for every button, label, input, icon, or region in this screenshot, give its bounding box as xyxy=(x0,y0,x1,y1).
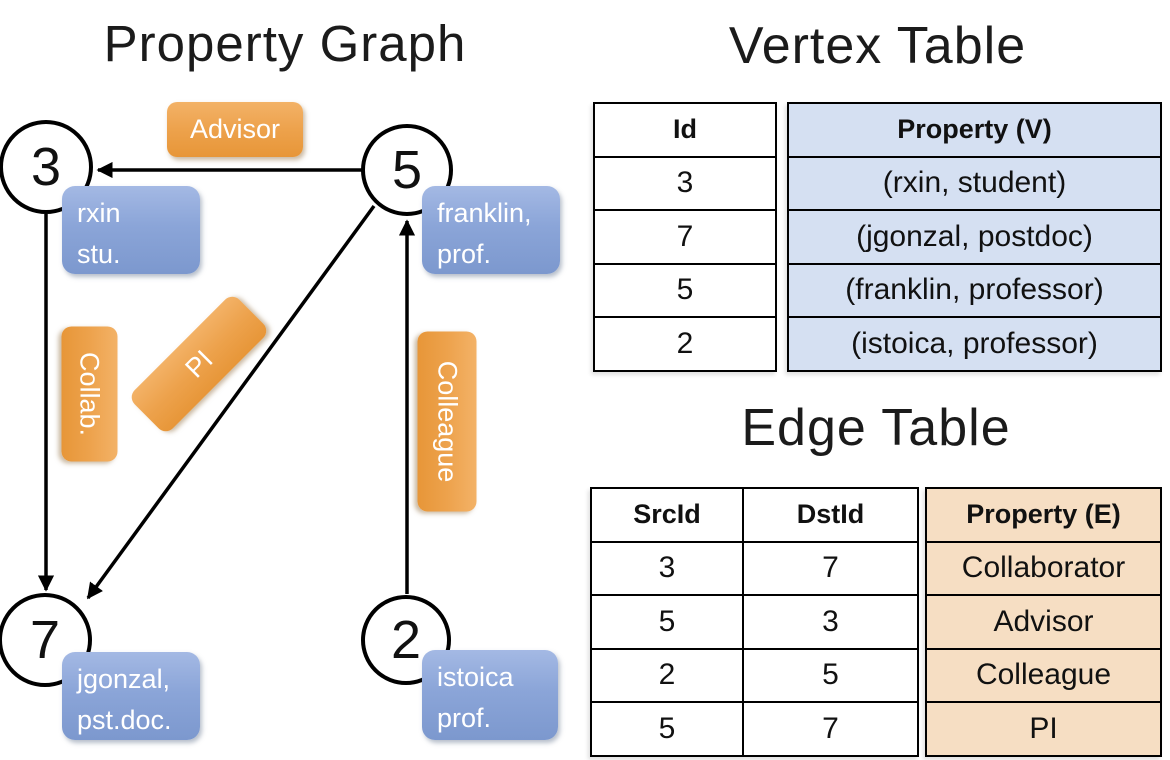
edge-property-cell: PI xyxy=(925,701,1162,757)
vertex-property-line: stu. xyxy=(77,239,121,269)
table-row: (franklin, professor) xyxy=(787,262,1162,318)
table-row: Collaborator xyxy=(925,540,1162,596)
edge-label-advisor: Advisor xyxy=(167,102,303,157)
vertex-property-line: jgonzal, xyxy=(77,664,171,694)
edge-table-header-property: Property (E) xyxy=(925,487,1162,543)
vertex-node-7-label: 7 xyxy=(29,610,61,670)
vertex-id-cell: 3 xyxy=(593,155,777,211)
table-row: 3 xyxy=(593,155,777,211)
vertex-property-line: franklin, xyxy=(437,198,532,228)
vertex-property-box-franklin: franklin, prof. xyxy=(422,186,560,274)
edge-dst-cell: 5 xyxy=(742,647,919,703)
vertex-property-cell: (rxin, student) xyxy=(787,155,1162,211)
table-row: (istoica, professor) xyxy=(787,316,1162,372)
edge-table-title: Edge Table xyxy=(741,399,1011,457)
vertex-property-cell: (istoica, professor) xyxy=(787,316,1162,372)
vertex-property-line: rxin xyxy=(77,198,121,228)
vertex-table-header-property: Property (V) xyxy=(787,102,1162,158)
vertex-node-5-label: 5 xyxy=(391,140,423,200)
edge-src-cell: 5 xyxy=(590,594,744,650)
graph-edges xyxy=(37,161,416,600)
vertex-id-cell: 5 xyxy=(593,262,777,318)
edge-src-cell: 5 xyxy=(590,701,744,757)
table-row: 5 7 xyxy=(590,701,919,757)
edge-label-colleague: Colleague xyxy=(417,331,477,512)
vertex-property-line: pst.doc. xyxy=(77,705,172,735)
vertex-property-box-jgonzal: jgonzal, pst.doc. xyxy=(62,652,200,740)
vertex-id-cell: 7 xyxy=(593,209,777,265)
edge-dst-cell: 3 xyxy=(742,594,919,650)
vertex-property-line: prof. xyxy=(437,239,492,269)
edge-property-cell: Advisor xyxy=(925,594,1162,650)
vertex-table-id-column: Id 3 7 5 2 xyxy=(593,102,777,372)
vertex-property-cell: (jgonzal, postdoc) xyxy=(787,209,1162,265)
vertex-table-property-column: Property (V) (rxin, student) (jgonzal, p… xyxy=(787,102,1162,372)
table-row: Colleague xyxy=(925,647,1162,703)
table-row: (jgonzal, postdoc) xyxy=(787,209,1162,265)
vertex-table-header-id: Id xyxy=(593,102,777,158)
edge-dst-cell: 7 xyxy=(742,540,919,596)
edge-dst-cell: 7 xyxy=(742,701,919,757)
edge-table-header-dstid: DstId xyxy=(742,487,919,543)
vertex-property-box-rxin: rxin stu. xyxy=(62,186,200,274)
vertex-property-cell: (franklin, professor) xyxy=(787,262,1162,318)
vertex-node-5: 5 xyxy=(361,124,453,216)
property-graph-title: Property Graph xyxy=(103,15,467,72)
edge-table-property-column: Property (E) Collaborator Advisor Collea… xyxy=(925,487,1162,757)
table-row: 5 3 xyxy=(590,594,919,650)
table-row: 5 xyxy=(593,262,777,318)
table-row: 2 xyxy=(593,316,777,372)
vertex-table-title: Vertex Table xyxy=(728,17,1027,75)
table-row: (rxin, student) xyxy=(787,155,1162,211)
edge-property-cell: Collaborator xyxy=(925,540,1162,596)
edge-table-id-columns: SrcId DstId 3 7 5 3 2 5 5 7 xyxy=(590,487,919,757)
edge-arrow-pi-5-to-7 xyxy=(86,204,376,600)
edge-property-cell: Colleague xyxy=(925,647,1162,703)
edge-table-header-srcid: SrcId xyxy=(590,487,744,543)
edge-src-cell: 3 xyxy=(590,540,744,596)
vertex-id-cell: 2 xyxy=(593,316,777,372)
vertex-node-2-label: 2 xyxy=(390,610,422,670)
vertex-property-box-istoica: istoica prof. xyxy=(422,650,558,740)
edge-src-cell: 2 xyxy=(590,647,744,703)
vertex-property-line: istoica xyxy=(437,662,514,692)
vertex-node-3-label: 3 xyxy=(30,137,62,197)
table-row: 3 7 xyxy=(590,540,919,596)
vertex-property-line: prof. xyxy=(437,703,492,733)
table-row: PI xyxy=(925,701,1162,757)
vertex-node-2: 2 xyxy=(361,595,451,685)
table-row: Advisor xyxy=(925,594,1162,650)
edge-label-collab: Collab. xyxy=(61,326,118,462)
table-row: 2 5 xyxy=(590,647,919,703)
table-row: 7 xyxy=(593,209,777,265)
